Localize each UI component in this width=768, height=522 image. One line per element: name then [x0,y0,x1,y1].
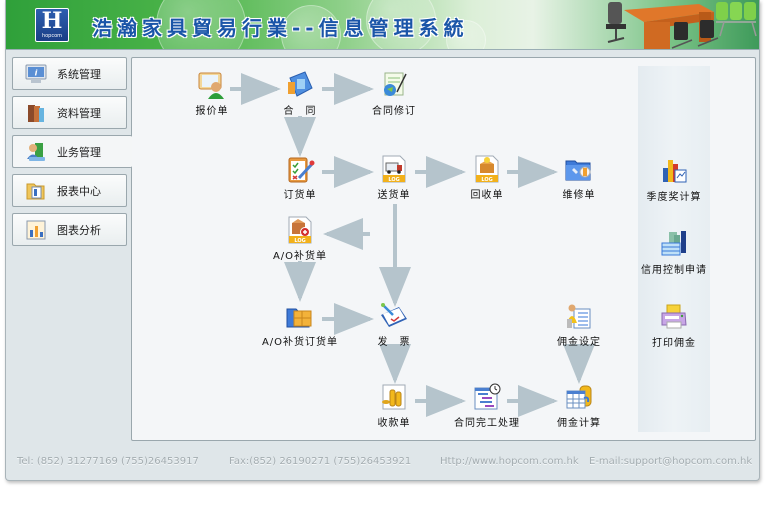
clipboard-order-icon [288,157,315,183]
decor-bubble [281,5,341,49]
desk-top [624,4,714,22]
gantt-clock-icon [474,383,501,410]
desk-leg [644,22,670,49]
credit-building-icon [661,231,686,256]
node-label: 打印佣金 [652,338,696,349]
node-quotation[interactable]: 报价单 [172,70,252,117]
node-label: 季度奖计算 [646,192,702,203]
office-furniture-image [606,2,757,49]
commission-calc-icon [566,385,592,409]
app-window: H hopcom 浩瀚家具貿易行業--信息管理系統 [5,0,760,481]
green-seat [716,2,728,20]
node-commission-setting[interactable]: 佣金设定 [539,301,619,348]
svg-text:LOG: LOG [294,238,305,244]
svg-text:LOG: LOG [481,177,492,183]
node-ao-restock[interactable]: LOG A/O补货单 [260,215,340,262]
footer-tel: Tel: (852) 31277169 (755)26453917 [17,456,199,467]
footer-website[interactable]: Http://www.hopcom.com.hk [440,456,579,467]
node-label: 收款单 [377,418,411,429]
restock-order-icon [286,308,312,328]
side-action-print-commission[interactable]: 打印佣金 [634,302,714,349]
node-return-note[interactable]: LOG 回收单 [447,154,527,201]
green-seat [730,2,742,20]
node-label: 发 票 [377,337,411,348]
decor-bubble [366,0,436,49]
footer-email[interactable]: E-mail:support@hopcom.com.hk [589,456,753,467]
chart-icon [26,220,46,239]
node-repair-note[interactable]: 维修单 [539,154,619,201]
node-label: 维修单 [562,190,596,201]
chair-back [608,2,622,24]
company-logo: H hopcom [35,8,69,42]
node-label: 佣金设定 [557,337,601,348]
node-commission-calc[interactable]: 佣金计算 [539,382,619,429]
sidebar-item-chart-analysis[interactable]: 图表分析 [12,213,127,246]
bar-chart-icon [663,160,687,183]
node-contract-completion[interactable]: 合同完工处理 [447,382,527,429]
node-label: 合同修订 [372,106,416,117]
sidebar-nav: i 系统管理 资料管理 业务管理 [12,57,132,252]
node-contract[interactable]: 合 同 [260,70,340,117]
green-seat [744,2,756,20]
folder-report-icon [26,183,45,199]
app-title: 浩瀚家具貿易行業--信息管理系統 [92,16,469,40]
node-label: 合同完工处理 [454,418,520,429]
chair-seat [606,24,626,29]
sidebar-item-system-management[interactable]: i 系统管理 [12,57,127,90]
node-ao-restock-order[interactable]: A/O补货订货单 [260,301,340,348]
sidebar-item-label: 资料管理 [57,106,101,120]
decor-bubble [156,0,246,49]
node-purchase-order[interactable]: 订货单 [260,154,340,201]
commission-setting-icon [567,304,591,329]
sidebar-item-business-management[interactable]: 业务管理 [12,135,132,168]
users-icon [27,142,45,161]
side-action-quarterly-bonus[interactable]: 季度奖计算 [634,156,714,203]
books-icon [28,104,44,122]
logo-subtext: hopcom [41,33,63,39]
node-label: 报价单 [195,106,229,117]
contract-revision-icon [384,72,407,96]
node-delivery-note[interactable]: LOG 送货单 [354,154,434,201]
sidebar-item-data-management[interactable]: 资料管理 [12,96,127,129]
node-label: 合 同 [283,106,317,117]
node-label: A/O补货单 [272,251,328,262]
info-monitor-icon: i [25,64,47,83]
repair-folder-icon [565,160,591,181]
node-label: A/O补货订货单 [261,337,339,348]
footer-fax: Fax:(852) 26190271 (755)26453921 [229,456,412,467]
sidebar-item-report-center[interactable]: 报表中心 [12,174,127,207]
invoice-icon [381,303,407,327]
restock-box-icon: LOG [288,216,312,244]
recycle-box-icon: LOG [475,155,499,183]
node-label: 订货单 [283,190,317,201]
header-banner: H hopcom 浩瀚家具貿易行業--信息管理系統 [6,0,759,50]
printer-icon [661,304,687,329]
svg-text:i: i [35,68,38,77]
delivery-truck-icon: LOG [382,155,406,183]
node-label: 回收单 [470,190,504,201]
sidebar-item-label: 业务管理 [57,145,101,159]
node-invoice[interactable]: 发 票 [354,301,434,348]
sidebar-item-label: 图表分析 [57,223,101,237]
sidebar-item-label: 报表中心 [57,184,101,198]
footer-contact-bar: Tel: (852) 31277169 (755)26453917 Fax:(8… [6,448,759,474]
node-label: 送货单 [377,190,411,201]
logo-letter: H [41,8,63,34]
node-contract-revision[interactable]: 合同修订 [354,70,434,117]
sidebar-item-label: 系统管理 [57,67,101,81]
svg-text:LOG: LOG [388,177,399,183]
side-action-credit-control[interactable]: 信用控制申请 [634,229,714,276]
quotation-icon [198,72,224,99]
node-label: 信用控制申请 [641,265,707,276]
receipt-coins-icon [382,384,406,410]
workflow-panel: 报价单 合 同 合同修订 [131,57,756,441]
contract-icon [288,71,313,97]
node-receipt[interactable]: 收款单 [354,382,434,429]
node-label: 佣金计算 [557,418,601,429]
